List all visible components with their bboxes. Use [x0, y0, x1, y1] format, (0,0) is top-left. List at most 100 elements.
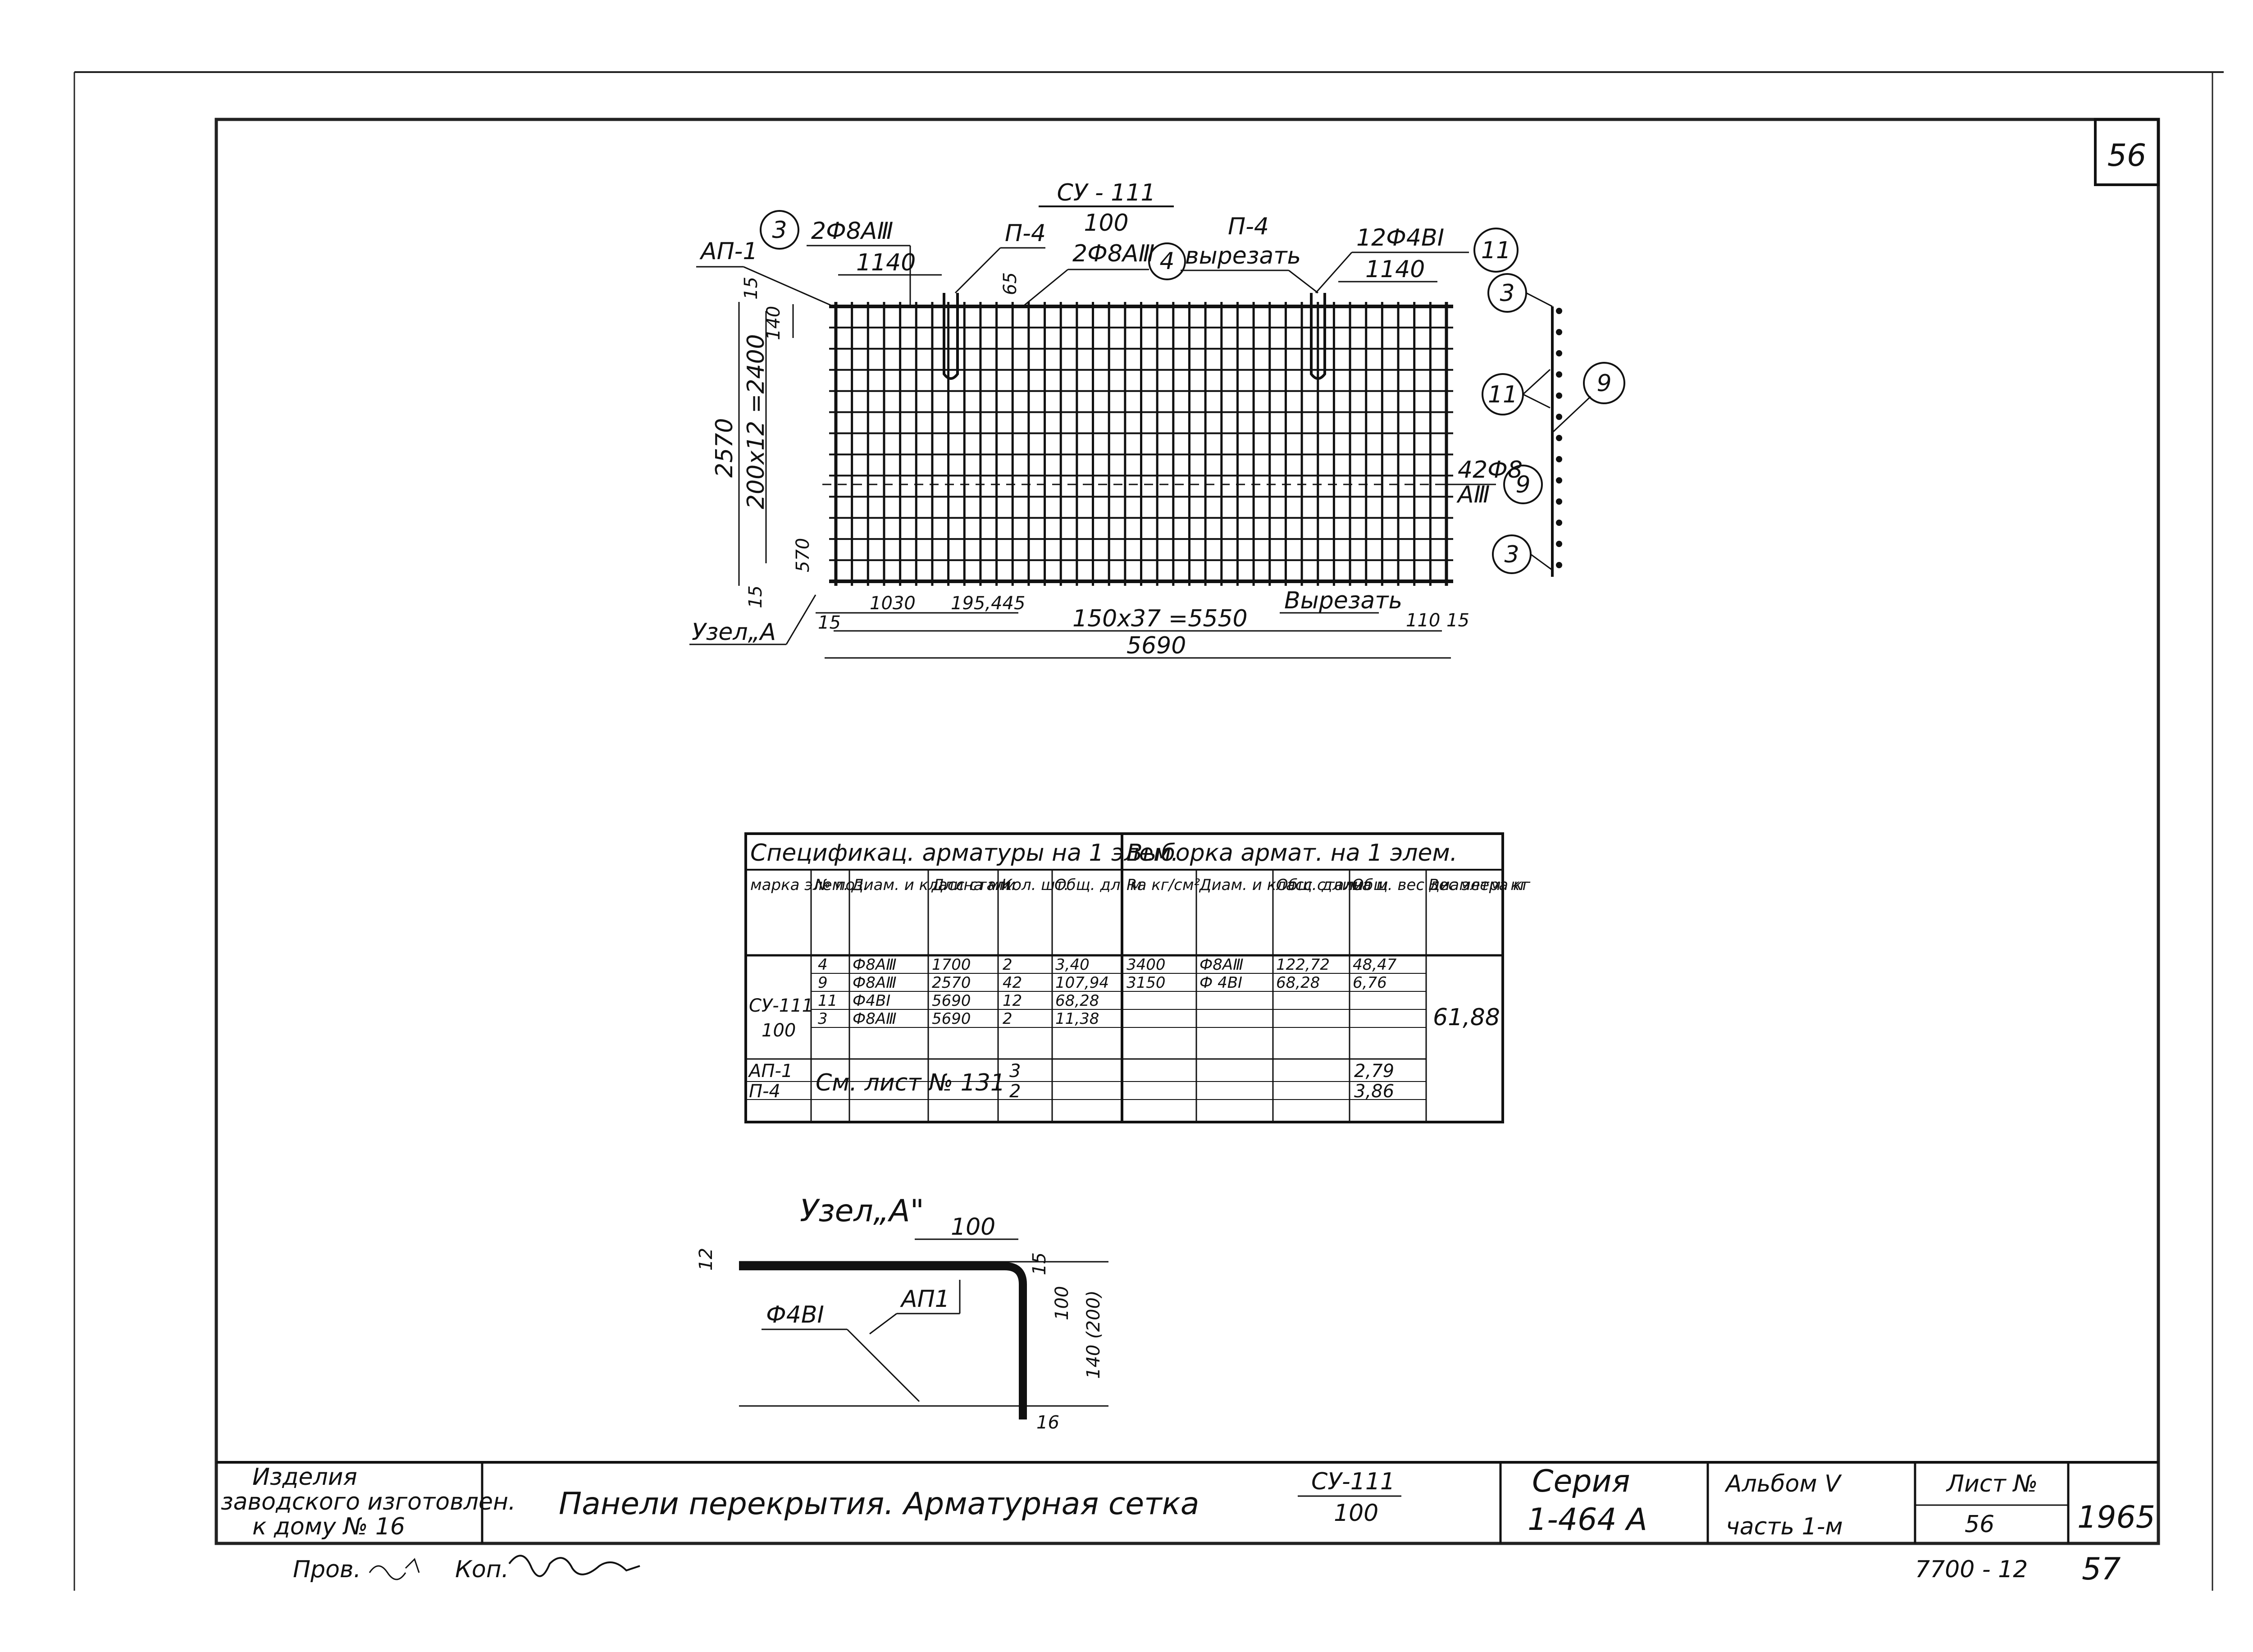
- node-bar-label: Ф4ВⅠ: [766, 1301, 824, 1328]
- mesh-mark-top: СУ - 111: [1057, 179, 1155, 206]
- copied-signature: [508, 1555, 640, 1577]
- section-bar-dot: [1556, 498, 1562, 505]
- title-block: Изделия заводского изготовлен. к дому № …: [216, 1461, 2158, 1587]
- callout-cut-bottom: Вырезать: [1284, 587, 1402, 614]
- callout-bars-mid: 2Ф8АⅢ: [1072, 240, 1154, 267]
- tb-series-label: Серия: [1532, 1464, 1630, 1499]
- section-pos-3-bottom: 3: [1504, 541, 1519, 568]
- dim-15-left: 15: [818, 612, 841, 633]
- table-cell: 5690: [932, 1010, 971, 1028]
- dim-65: 65: [1000, 272, 1021, 295]
- tb-left-line1: Изделия: [252, 1464, 357, 1491]
- dim-110: 110: [1406, 610, 1440, 631]
- table-cell: 12: [1003, 992, 1022, 1010]
- col-length: Длина мм: [931, 876, 1011, 894]
- table-mark-sub: 100: [762, 1020, 796, 1041]
- callout-bars-side: 42Ф8: [1458, 456, 1523, 484]
- table-mark: СУ-111: [749, 995, 813, 1016]
- node-dim-12: 12: [696, 1248, 716, 1271]
- callout-bars-top: 2Ф8АⅢ: [811, 218, 893, 245]
- table-cell: 1700: [932, 956, 971, 974]
- section-pos-9: 9: [1596, 370, 1611, 397]
- dim-200x12: 200х12 =2400: [743, 334, 770, 509]
- dim-15-bottom: 15: [745, 585, 766, 608]
- node-ap1-label: АП1: [900, 1286, 950, 1313]
- callout-node-a: Узел„А: [692, 619, 776, 646]
- tb-left-line2: заводского изготовлен.: [221, 1488, 516, 1515]
- dim-2570: 2570: [711, 418, 738, 478]
- callout-cut-top: вырезать: [1185, 242, 1301, 269]
- dim-195-445: 195,445: [951, 593, 1025, 614]
- section-bar-dot: [1556, 435, 1562, 441]
- section-bar-dot: [1556, 456, 1562, 462]
- table-cell: 2570: [932, 974, 971, 992]
- hook-p4-left: [943, 293, 959, 380]
- table-cell: 107,94: [1055, 974, 1109, 992]
- sheet-number: 56: [2107, 138, 2147, 173]
- mesh-mark-bottom: 100: [1084, 210, 1128, 237]
- extra-row-qty-1: 2: [1009, 1081, 1021, 1102]
- callout-bars-side-class: АⅢ: [1456, 481, 1490, 508]
- dim-1140-left: 1140: [856, 249, 916, 276]
- table-cell: 68,28: [1276, 974, 1320, 992]
- mesh-drawing: СУ - 111 100 АП-1 3 2Ф8АⅢ П-4 2Ф8АⅢ 4 65…: [689, 179, 1625, 659]
- node-title: Узел„А": [800, 1193, 924, 1229]
- dim-5690: 5690: [1126, 632, 1186, 659]
- checked-signature: [369, 1558, 420, 1580]
- table-cell: 68,28: [1055, 992, 1099, 1010]
- col-ra: Rа кг/см²: [1126, 876, 1200, 894]
- section-dots: [1556, 308, 1562, 568]
- see-sheet-note: См. лист № 131: [816, 1069, 1005, 1096]
- table-cell: Ф8АⅢ: [1199, 956, 1244, 974]
- table-cell: 3400: [1126, 956, 1166, 974]
- callout-bars-right: 12Ф4ВⅠ: [1356, 224, 1444, 251]
- sheet-number-box: 56: [2094, 118, 2160, 186]
- tb-copied-label: Коп.: [455, 1556, 509, 1583]
- section-bar-dot: [1556, 350, 1562, 356]
- callout-p4-left: П-4: [1005, 220, 1046, 247]
- col-total-weight: Общ. вес диаметра кг: [1352, 876, 1531, 894]
- table-cell: 2: [1003, 956, 1012, 974]
- hook-p4-right: [1310, 293, 1326, 380]
- callout-pos-4: 4: [1159, 248, 1174, 275]
- table-cell: 9: [818, 974, 828, 992]
- callout-p4-right: П-4: [1228, 213, 1269, 240]
- col-diam: Диам. и класс стали: [851, 876, 1016, 894]
- tb-mark-bottom: 100: [1334, 1500, 1378, 1527]
- footer-code: 7700 - 12: [1915, 1556, 2028, 1583]
- node-a-detail: Узел„А" 100 12 15 100 140 (200) 16 Ф4ВⅠ …: [696, 1193, 1108, 1433]
- table-cell: 2: [1003, 1010, 1012, 1028]
- mesh-grid: [822, 302, 1460, 586]
- table-cell: 42: [1003, 974, 1022, 992]
- table-cell: 48,47: [1353, 956, 1397, 974]
- node-dim-100: 100: [951, 1214, 995, 1241]
- table-cell: 6,76: [1353, 974, 1387, 992]
- table-total-weight: 61,88: [1433, 1004, 1500, 1031]
- tb-part-label: часть 1-м: [1726, 1513, 1843, 1540]
- extra-row-mark-1: П-4: [749, 1081, 780, 1102]
- callout-ap1: АП-1: [699, 238, 758, 265]
- section-bar-dot: [1556, 562, 1562, 568]
- tb-album-label: Альбом Ⅴ: [1724, 1470, 1842, 1497]
- callout-pos-3-top: 3: [772, 217, 787, 244]
- callout-pos-9-side: 9: [1515, 471, 1530, 498]
- tb-sheet-label: Лист №: [1946, 1470, 2038, 1497]
- dim-15-right: 15: [1446, 610, 1469, 631]
- table-cell: 5690: [932, 992, 971, 1010]
- table-cell: 3: [818, 1010, 828, 1028]
- table-cell: 11,38: [1055, 1010, 1099, 1028]
- col-qty: Кол. шт.: [1001, 876, 1069, 894]
- dim-150x37: 150х37 =5550: [1072, 605, 1248, 632]
- dim-15-top: 15: [741, 277, 762, 300]
- tb-sheet-value: 56: [1965, 1511, 1994, 1538]
- table-cell: Ф4ВⅠ: [853, 992, 890, 1010]
- section-pos-3-top: 3: [1500, 280, 1514, 307]
- table-header-right: Выборка армат. на 1 элем.: [1126, 840, 1457, 867]
- tb-title: Панели перекрытия. Арматурная сетка: [559, 1486, 1199, 1522]
- tb-mark-top: СУ-111: [1311, 1468, 1395, 1495]
- inner-frame: [214, 118, 2160, 1545]
- tb-year: 1965: [2077, 1500, 2155, 1535]
- bent-bar: [739, 1262, 1027, 1419]
